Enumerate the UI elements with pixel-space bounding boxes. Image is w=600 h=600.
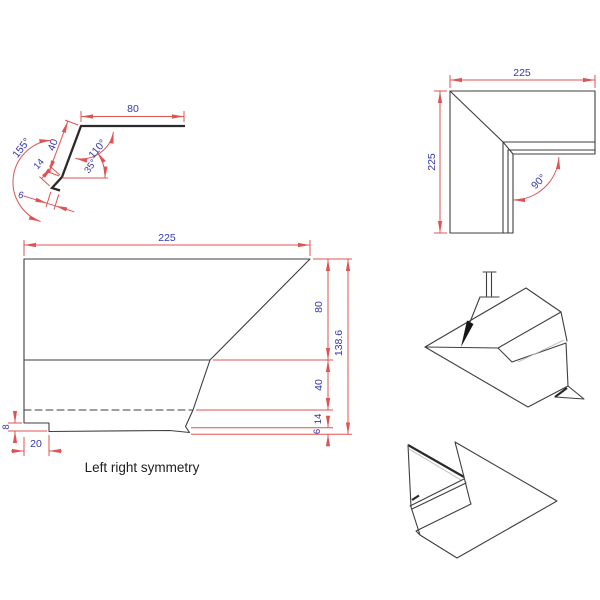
front-dimensions: 225 80 40 14 6 138.6 8 [1, 232, 352, 456]
extension-line [23, 240, 311, 256]
top-and-right-profile [23, 258, 311, 411]
dim-line-6b [55, 205, 75, 213]
weld-arrow-icon [461, 320, 474, 347]
profile-outline [49, 124, 185, 192]
hem-tip [554, 385, 585, 400]
weld-symbol-icon [479, 271, 500, 298]
extension-line [191, 258, 352, 435]
symmetry-caption: Left right symmetry [85, 460, 200, 475]
outer-edges [449, 90, 596, 234]
bend-lines-vertical [502, 141, 514, 234]
bent-profile-line [49, 124, 185, 192]
iso-weld-outline [424, 287, 585, 408]
front-80-label: 80 [313, 301, 325, 313]
dim-40-label: 40 [46, 137, 61, 152]
front-view: 225 80 40 14 6 138.6 8 [1, 232, 352, 475]
angle-arc-35 [96, 152, 108, 179]
dim-line-6c [47, 202, 56, 207]
plan-angle-label: 90° [529, 172, 549, 192]
profile-dimensions: 80 40 14 6 110° 35° 155° [10, 103, 185, 222]
hem-spike-echo [408, 448, 462, 481]
plan-width-label: 225 [513, 67, 531, 79]
miter-valley-seam [424, 346, 499, 349]
fascia-band-bottom [415, 503, 472, 536]
weld-annotation [461, 271, 500, 347]
plan-height-label: 225 [426, 153, 438, 171]
iso-view-weld [424, 271, 585, 408]
dim-line-40 [48, 120, 69, 173]
weld-leader-line [469, 296, 481, 323]
hem-edge-thick [554, 387, 568, 398]
iso-view-bottom [407, 441, 558, 559]
flange-inner-edge [497, 311, 562, 349]
left-step-and-bottom [23, 258, 194, 434]
extension-line [8, 422, 47, 432]
plan-outline [449, 90, 596, 234]
front-width-label: 225 [158, 232, 176, 244]
angle-arc-155 [12, 139, 52, 222]
front-14-label: 14 [313, 414, 324, 425]
hem-bend-highlight [517, 339, 565, 363]
dim-6-label: 6 [17, 190, 25, 202]
front-step-h-label: 8 [1, 424, 12, 429]
front-step-w-label: 20 [30, 438, 42, 450]
hem-spike-thick [407, 444, 465, 478]
corner-plan-view: 225 225 90° [426, 67, 596, 234]
flange-top-edges [424, 287, 568, 348]
corner-fold-edge [463, 476, 472, 505]
dim-80-label: 80 [127, 103, 139, 115]
dim-14-label: 14 [32, 157, 47, 172]
lower-wing-edges [424, 346, 569, 408]
front-6-label: 6 [312, 429, 323, 434]
dim-line-6a [23, 195, 48, 204]
plan-dimensions: 225 225 90° [426, 67, 596, 234]
hem-tick [411, 494, 420, 501]
angle-35-label: 35° [82, 157, 99, 175]
weld-symbol-groove-lines [485, 272, 493, 297]
front-total-label: 138.6 [333, 330, 345, 356]
fascia-fold [497, 342, 569, 387]
fascia-band-mid [411, 482, 467, 510]
bend-lines-horizontal [502, 141, 596, 155]
fascia-band-top [409, 478, 465, 507]
angle-arc-90 [512, 157, 561, 203]
profile-detail-view: 80 40 14 6 110° 35° 155° [10, 103, 185, 222]
main-faces [407, 441, 558, 559]
front-outline [23, 258, 311, 434]
extension-line [45, 191, 60, 210]
front-40-label: 40 [313, 379, 325, 391]
